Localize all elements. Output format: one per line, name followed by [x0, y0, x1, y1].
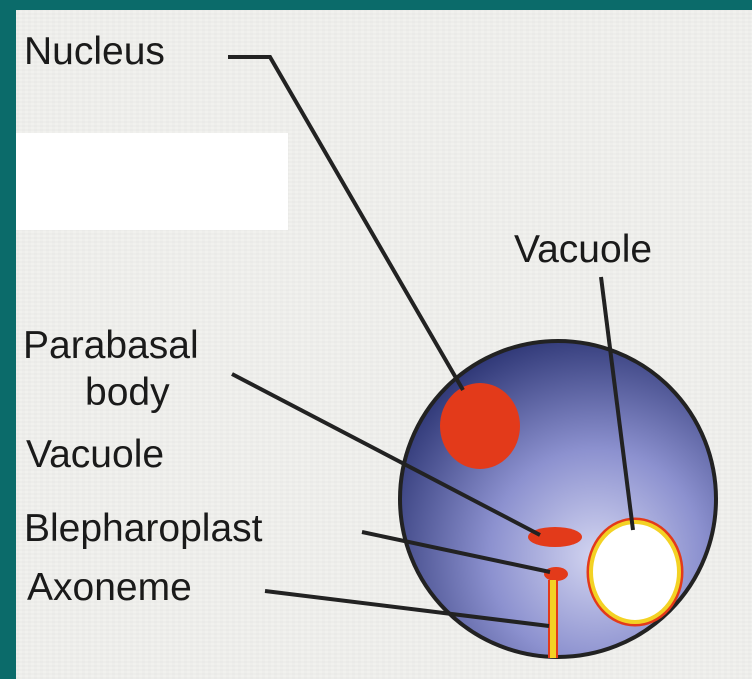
- nucleus-label: Nucleus: [24, 30, 165, 73]
- parabasal-body-organelle: [528, 527, 582, 547]
- axoneme-organelle: [549, 580, 557, 658]
- blepharoplast-label: Blepharoplast: [24, 507, 263, 550]
- vacuole-organelle: [591, 522, 679, 622]
- vacuole-right-label: Vacuole: [514, 228, 652, 271]
- vacuole-left-label: Vacuole: [26, 433, 164, 476]
- blepharoplast-organelle: [544, 567, 568, 581]
- nucleus-organelle: [440, 383, 520, 469]
- nucleus-leader: [228, 57, 463, 390]
- parabasal-label-line2: body: [85, 371, 170, 414]
- axoneme-label: Axoneme: [27, 566, 192, 609]
- parabasal-label-line1: Parabasal: [23, 324, 199, 367]
